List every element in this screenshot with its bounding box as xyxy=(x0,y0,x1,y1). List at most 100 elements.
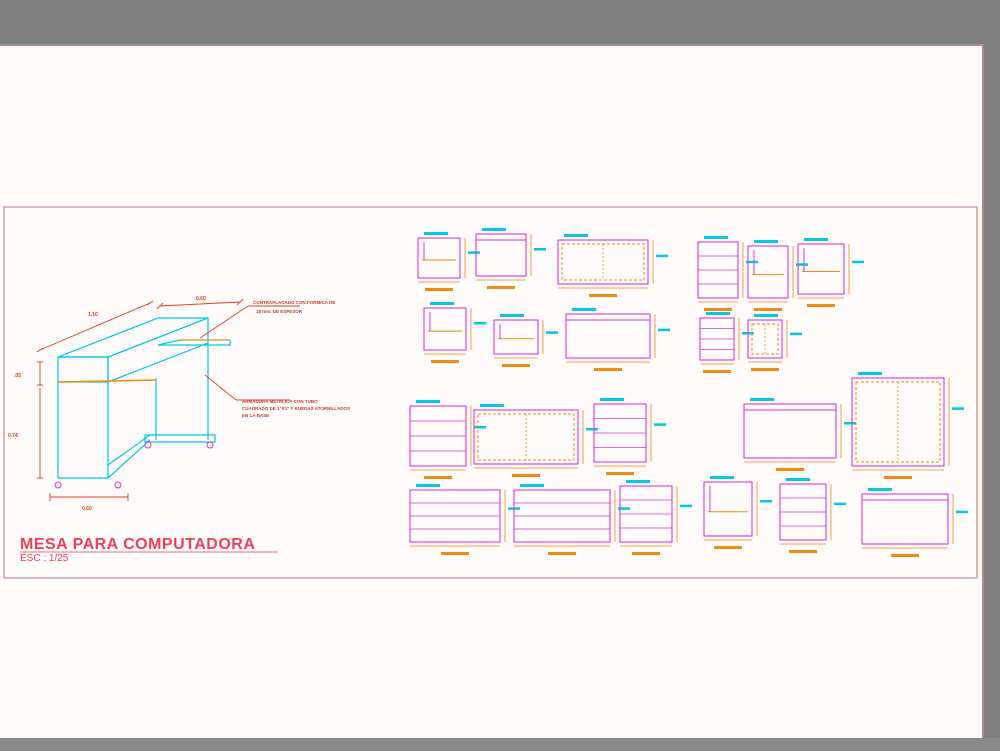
detail-view-11-label xyxy=(754,314,778,317)
detail-view-7-outline xyxy=(423,307,467,351)
detail-view-6-title-bar xyxy=(807,304,835,307)
detail-view-15-side-label xyxy=(844,422,856,425)
detail-view-16-title-bar xyxy=(884,476,912,479)
detail-view-9-side-label xyxy=(658,328,670,332)
detail-view-20-label xyxy=(710,476,734,479)
dim-length: 1.10 xyxy=(88,312,98,318)
detail-view-14-label xyxy=(600,398,624,401)
detail-view-3-title-bar xyxy=(589,294,617,297)
dim-base: 0.60 xyxy=(82,506,92,512)
dim-top-thickness: .05 xyxy=(14,373,21,379)
note-top-line2: 18 mm. DE ESPESOR xyxy=(256,309,303,314)
detail-view-16-side-label xyxy=(952,407,964,410)
detail-view-6-side-label xyxy=(852,260,864,264)
detail-view-4-label xyxy=(704,236,728,239)
detail-view-14-side-label xyxy=(654,423,666,426)
detail-view-5-label xyxy=(754,240,778,243)
drawing-sheet xyxy=(0,44,984,738)
detail-view-15-title-bar xyxy=(776,468,804,471)
detail-view-1-side-label xyxy=(468,251,480,254)
detail-view-22-label xyxy=(868,488,892,491)
isometric-desk xyxy=(57,317,231,479)
detail-view-12-title-bar xyxy=(424,476,452,479)
detail-view-2-title-bar xyxy=(487,286,515,289)
detail-view-8-title-bar xyxy=(502,364,530,367)
detail-view-13-side-label xyxy=(586,428,598,431)
detail-view-1-label xyxy=(424,232,448,235)
detail-view-20-side-label xyxy=(760,500,772,503)
detail-view-2-side-label xyxy=(534,248,546,251)
wheels xyxy=(54,441,214,489)
detail-view-17-label xyxy=(416,484,440,487)
detail-view-16-outline xyxy=(851,377,945,467)
detail-view-5-outline xyxy=(747,245,789,299)
detail-view-15-label xyxy=(750,398,774,401)
detail-view-9-label xyxy=(572,308,596,311)
detail-view-8-outline xyxy=(493,319,539,355)
detail-view-21-side-label xyxy=(834,502,846,506)
detail-view-13-label xyxy=(480,404,504,407)
detail-view-6-outline xyxy=(797,243,845,295)
detail-view-7-label xyxy=(430,302,454,305)
detail-view-11-title-bar xyxy=(751,368,779,371)
detail-view-4-side-label xyxy=(746,260,758,264)
drawing-title: MESA PARA COMPUTADORA xyxy=(20,536,255,553)
detail-view-12-label xyxy=(416,400,440,403)
detail-view-19-title-bar xyxy=(632,552,660,555)
detail-view-13-title-bar xyxy=(512,474,540,477)
detail-view-3-label xyxy=(564,234,588,237)
detail-view-15-outline xyxy=(743,403,837,459)
detail-view-22-outline xyxy=(861,493,949,545)
detail-view-2-outline xyxy=(475,233,527,277)
detail-view-22-title-bar xyxy=(891,554,919,557)
note-leg-line3: EN LA BASE xyxy=(242,413,269,418)
detail-view-11-outline xyxy=(747,319,783,359)
detail-view-10-label xyxy=(706,312,730,315)
detail-view-19-label xyxy=(626,480,650,483)
detail-view-7-title-bar xyxy=(431,360,459,363)
detail-view-13-outline xyxy=(473,409,579,465)
detail-view-4-title-bar xyxy=(704,308,732,311)
detail-view-8-side-label xyxy=(546,331,558,334)
detail-view-2-label xyxy=(482,228,506,231)
dim-height: 0.74 xyxy=(8,433,18,439)
drawing-frame xyxy=(3,206,978,579)
detail-view-3-side-label xyxy=(656,254,668,258)
detail-view-6-label xyxy=(804,238,828,241)
detail-view-16-label xyxy=(858,372,882,375)
detail-view-5-side-label xyxy=(796,263,808,266)
dimension-lines xyxy=(36,298,300,501)
detail-view-10-title-bar xyxy=(703,370,731,373)
detail-view-20-title-bar xyxy=(714,546,742,549)
detail-view-12-side-label xyxy=(474,426,486,429)
detail-view-9-outline xyxy=(565,313,651,359)
detail-view-19-side-label xyxy=(680,504,692,508)
detail-view-8-label xyxy=(500,314,524,317)
detail-view-1-title-bar xyxy=(425,288,453,291)
sheet-shadow xyxy=(0,738,1000,751)
detail-view-17-title-bar xyxy=(441,552,469,555)
detail-view-21-label xyxy=(786,478,810,481)
detail-view-5-title-bar xyxy=(754,308,782,311)
shelf-line xyxy=(57,379,157,383)
detail-views xyxy=(409,228,968,557)
detail-view-11-side-label xyxy=(790,332,802,336)
note-leg-line2: CUADRADO DE 1"X1" Y RUEDAS ATORNILLADOS xyxy=(242,406,350,411)
detail-view-7-side-label xyxy=(474,322,486,325)
detail-view-18-title-bar xyxy=(548,552,576,555)
detail-view-20-outline xyxy=(703,481,753,537)
detail-view-18-label xyxy=(520,484,544,487)
detail-view-22-side-label xyxy=(956,510,968,514)
detail-view-13-inner xyxy=(477,413,575,461)
note-top-line1: CONTRAPLACADO CON FORMICA DE xyxy=(253,300,335,305)
detail-view-14-title-bar xyxy=(606,472,634,475)
detail-view-21-title-bar xyxy=(789,550,817,553)
detail-view-9-title-bar xyxy=(594,368,622,371)
detail-view-18-side-label xyxy=(618,507,630,510)
note-leg-line1: ARMADURA METALICA CON TUBO xyxy=(242,399,318,404)
detail-view-1-outline xyxy=(417,237,461,279)
drawing-scale: ESC : 1/25 xyxy=(20,553,69,564)
dim-depth: 0.60 xyxy=(196,296,206,302)
